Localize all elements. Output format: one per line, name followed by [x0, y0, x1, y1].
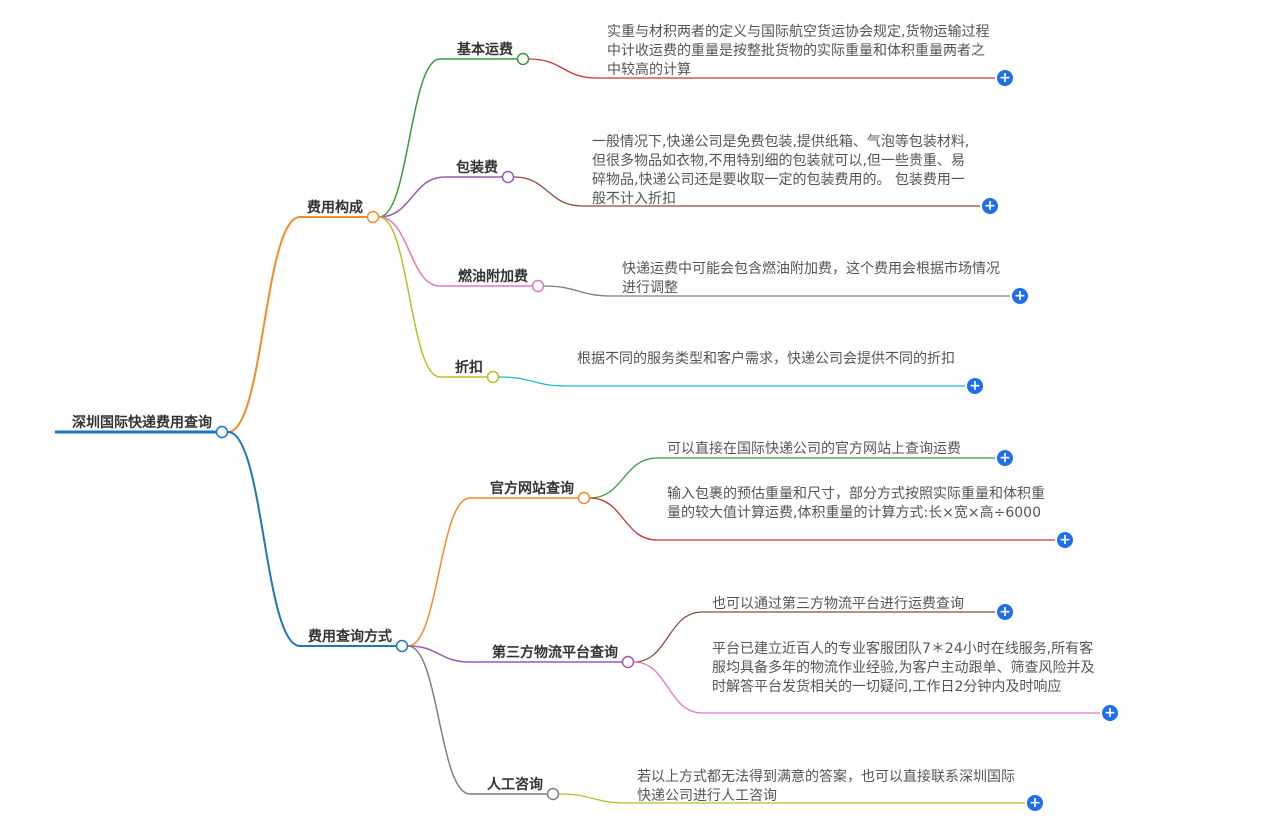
branch-1-child-0-label: 官方网站查询: [490, 480, 574, 497]
branch-0-child-3-label: 折扣: [455, 359, 483, 376]
leaf-0-3-text: 根据不同的服务类型和客户需求，快递公司会提供不同的折扣: [577, 351, 955, 367]
edge-leaf-0-3: [498, 376, 568, 387]
branch-0-label: 费用构成: [307, 199, 363, 216]
branch-0-child-3-handle[interactable]: [486, 370, 500, 384]
branch-0-child-1-handle[interactable]: [501, 170, 515, 184]
branch-1-handle[interactable]: [395, 639, 409, 653]
edge-leaf-1-1-0: [633, 611, 703, 663]
leaf-1-2-0-text: 若以上方式都无法得到满意的答案，也可以直接联系深圳国际快递公司进行人工咨询: [637, 769, 1015, 804]
expand-leaf-0-3-plus-icon[interactable]: +: [967, 378, 983, 394]
branch-0-child-2-label: 燃油附加费: [458, 268, 528, 285]
edge-branch-1-child-2: [407, 645, 471, 795]
connector-lines: [55, 58, 1100, 804]
expand-leaf-0-0-plus-icon[interactable]: +: [997, 70, 1013, 86]
expand-leaf-0-1-plus-icon[interactable]: +: [982, 198, 998, 214]
leaf-1-0-1-text: 输入包裹的预估重量和尺寸，部分方式按照实际重量和体积重量的较大值计算运费,体积重…: [667, 486, 1045, 521]
edge-branch-0-child-0: [378, 58, 441, 218]
expand-leaf-1-2-0-plus-icon[interactable]: +: [1027, 795, 1043, 811]
leaf-1-1-0-text: 也可以通过第三方物流平台进行运费查询: [712, 596, 964, 612]
branch-1-child-2-label: 人工咨询: [487, 776, 543, 793]
expand-leaf-1-1-0-plus-icon[interactable]: +: [997, 604, 1013, 620]
edge-branch-0-child-3: [378, 216, 441, 378]
branch-0-child-1-label: 包装费: [456, 159, 498, 176]
branch-1-child-2-handle[interactable]: [546, 787, 560, 801]
leaf-1-0-0-text: 可以直接在国际快递公司的官方网站上查询运费: [667, 441, 961, 457]
edge-leaf-0-0: [528, 58, 598, 79]
branch-0-child-0-label: 基本运费: [457, 41, 513, 58]
branch-1-child-1-handle[interactable]: [621, 655, 635, 669]
branch-1-child-0-handle[interactable]: [577, 491, 591, 505]
branch-1-child-1-label: 第三方物流平台查询: [492, 644, 618, 661]
edge-root-branch-0: [227, 216, 301, 433]
edge-branch-0-child-1: [378, 176, 446, 218]
edge-branch-0-child-2: [378, 216, 441, 287]
branch-1-label: 费用查询方式: [308, 628, 392, 645]
edge-branch-1-child-1: [407, 645, 471, 663]
root-node-handle[interactable]: [215, 425, 229, 439]
edge-leaf-0-1: [513, 176, 583, 207]
edge-root-branch-1: [227, 431, 301, 647]
root-node-label: 深圳国际快递费用查询: [72, 414, 212, 431]
leaf-0-1-text: 一般情况下,快递公司是免费包装,提供纸箱、气泡等包装材料,但很多物品如衣物,不用…: [592, 134, 970, 207]
edge-leaf-0-2: [543, 285, 613, 297]
branch-0-child-2-handle[interactable]: [531, 279, 545, 293]
expand-leaf-1-1-1-plus-icon[interactable]: +: [1102, 705, 1118, 721]
edge-leaf-1-0-1: [589, 497, 658, 541]
expand-leaf-1-0-1-plus-icon[interactable]: +: [1057, 532, 1073, 548]
branch-0-child-0-handle[interactable]: [516, 52, 530, 66]
edge-leaf-1-0-0: [589, 457, 658, 499]
edge-leaf-1-2-0: [558, 793, 628, 804]
leaf-0-0-text: 实重与材积两者的定义与国际航空货运协会规定,货物运输过程中计收运费的重量是按整批…: [607, 24, 990, 78]
leaf-0-2-text: 快递运费中可能会包含燃油附加费，这个费用会根据市场情况进行调整: [622, 261, 1000, 296]
branch-0-handle[interactable]: [366, 210, 380, 224]
edge-branch-1-child-0: [407, 497, 471, 647]
leaf-1-1-1-text: 平台已建立近百人的专业客服团队7＊24小时在线服务,所有客服均具备多年的物流作业…: [712, 641, 1095, 695]
edge-leaf-1-1-1: [633, 661, 703, 714]
expand-leaf-1-0-0-plus-icon[interactable]: +: [997, 450, 1013, 466]
expand-leaf-0-2-plus-icon[interactable]: +: [1012, 288, 1028, 304]
